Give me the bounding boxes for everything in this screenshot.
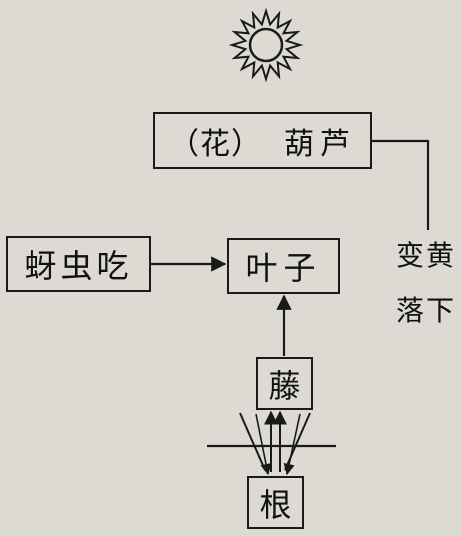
sun-icon xyxy=(228,7,304,83)
cross-line-right xyxy=(284,412,311,471)
gourd-label: 葫芦 xyxy=(284,126,356,162)
vine-to-root-arrow-left xyxy=(255,413,272,476)
vine-label: 藤 xyxy=(268,366,301,405)
vine-box: 藤 xyxy=(256,357,313,410)
aphid-label: 蚜虫吃 xyxy=(24,247,133,285)
annotation-yellowing: 变黄 xyxy=(396,239,457,272)
vine-to-root-arrow-right xyxy=(283,413,301,476)
aphid-box: 蚜虫吃 xyxy=(6,236,151,292)
flower-gourd-box: （花） 葫芦 xyxy=(153,112,372,169)
root-box: 根 xyxy=(247,476,304,529)
annotation-falling: 落下 xyxy=(396,294,457,327)
leaf-label: 叶子 xyxy=(245,249,322,287)
leaf-box: 叶子 xyxy=(227,238,340,294)
flower-to-annotation-line xyxy=(372,139,430,230)
cross-line-left xyxy=(239,412,266,471)
flower-paren-label: （花） xyxy=(169,126,262,162)
root-label: 根 xyxy=(259,485,292,524)
